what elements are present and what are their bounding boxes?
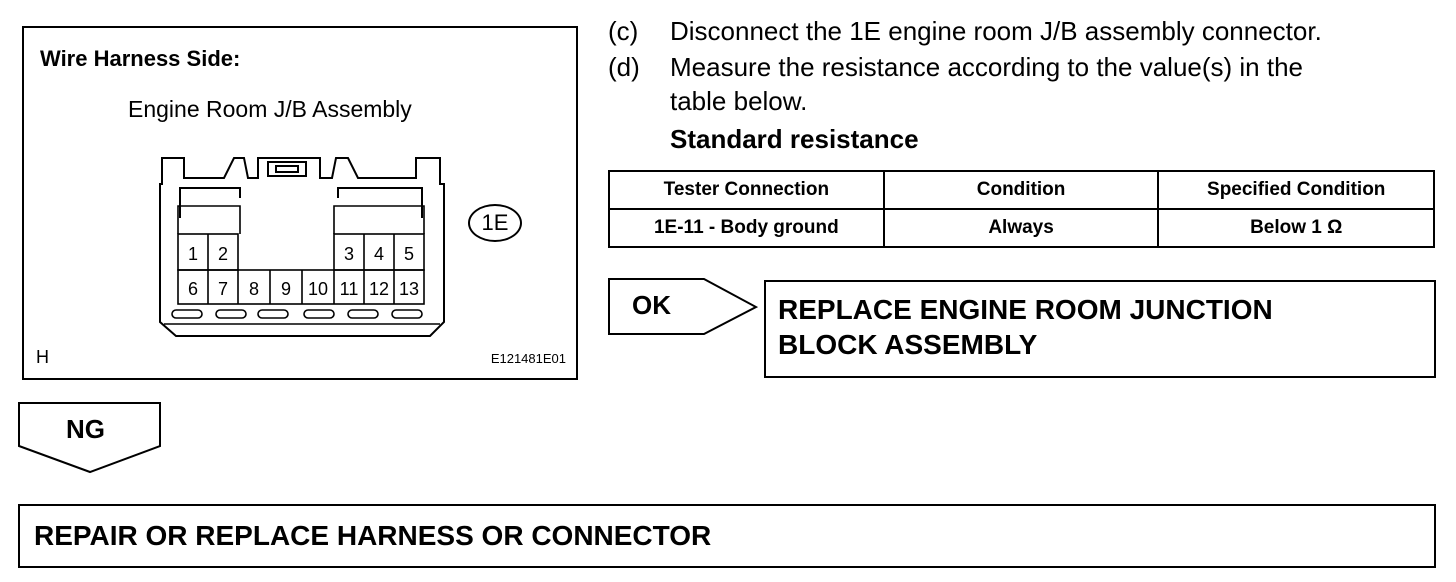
- pin-label-12: 12: [369, 279, 389, 299]
- ok-result-line-2: BLOCK ASSEMBLY: [778, 329, 1038, 360]
- diagram-code: H: [36, 347, 49, 367]
- connector-slots: [164, 309, 440, 325]
- ng-arrow-icon: [18, 402, 161, 474]
- pin-grid-bottom: [177, 269, 425, 305]
- table-cell: Always: [882, 208, 1160, 248]
- pin-label-2: 2: [218, 244, 228, 264]
- diagram-subtitle: Engine Room J/B Assembly: [128, 96, 412, 122]
- pin-grid-top: [177, 233, 425, 271]
- pin-label-5: 5: [404, 244, 414, 264]
- ng-label: NG: [66, 414, 105, 444]
- connector-housing: [159, 157, 445, 337]
- column-header: Tester Connection: [608, 170, 885, 210]
- table-cell: 1E-11 - Body ground: [608, 208, 885, 248]
- ok-result-line-1: REPLACE ENGINE ROOM JUNCTION: [778, 294, 1273, 325]
- ok-arrow-icon: [608, 278, 758, 335]
- pin-label-3: 3: [344, 244, 354, 264]
- step-text-line-2: table below.: [670, 86, 808, 116]
- connector-id-label: 1E: [468, 204, 522, 242]
- connector-shoulder-right: [337, 187, 423, 218]
- pin-label-8: 8: [249, 279, 259, 299]
- column-header: Condition: [882, 170, 1160, 210]
- step-letter: (c): [608, 16, 639, 46]
- table-row: 1E-11 - Body ground Always Below 1 Ω: [608, 208, 1435, 248]
- pin-label-9: 9: [281, 279, 291, 299]
- connector-diagram: Wire Harness Side: Engine Room J/B Assem…: [22, 26, 578, 380]
- pin-label-10: 10: [308, 279, 328, 299]
- table-header-row: Tester Connection Condition Specified Co…: [608, 170, 1435, 210]
- pin-label-7: 7: [218, 279, 228, 299]
- connector-shoulder-left: [179, 187, 241, 218]
- ok-result-box: REPLACE ENGINE ROOM JUNCTION BLOCK ASSEM…: [764, 280, 1436, 378]
- step-letter: (d): [608, 52, 640, 82]
- connector-inner-body: [177, 205, 425, 234]
- standard-resistance-heading: Standard resistance: [670, 124, 919, 154]
- pin-label-11: 11: [340, 279, 359, 299]
- step-text: Disconnect the 1E engine room J/B assemb…: [670, 16, 1322, 46]
- connector-latch: [267, 161, 307, 177]
- ng-result-box: REPAIR OR REPLACE HARNESS OR CONNECTOR: [18, 504, 1436, 568]
- table-cell: Below 1 Ω: [1157, 208, 1435, 248]
- ng-result-text: REPAIR OR REPLACE HARNESS OR CONNECTOR: [34, 520, 712, 551]
- diagram-reference: E121481E01: [490, 351, 566, 366]
- column-header: Specified Condition: [1157, 170, 1435, 210]
- pin-label-4: 4: [374, 244, 384, 264]
- connector-drawing: 1 2 3 4 5 6 7 8 9 10 11 12 13: [159, 157, 445, 337]
- pin-label-6: 6: [188, 279, 198, 299]
- pin-label-13: 13: [399, 279, 419, 299]
- pin-label-1: 1: [188, 244, 198, 264]
- spec-table: Tester Connection Condition Specified Co…: [608, 170, 1435, 248]
- step-text-line-1: Measure the resistance according to the …: [670, 52, 1304, 82]
- diagram-title: Wire Harness Side:: [40, 46, 241, 71]
- ok-label: OK: [632, 290, 671, 320]
- connector-latch-slot: [275, 165, 299, 173]
